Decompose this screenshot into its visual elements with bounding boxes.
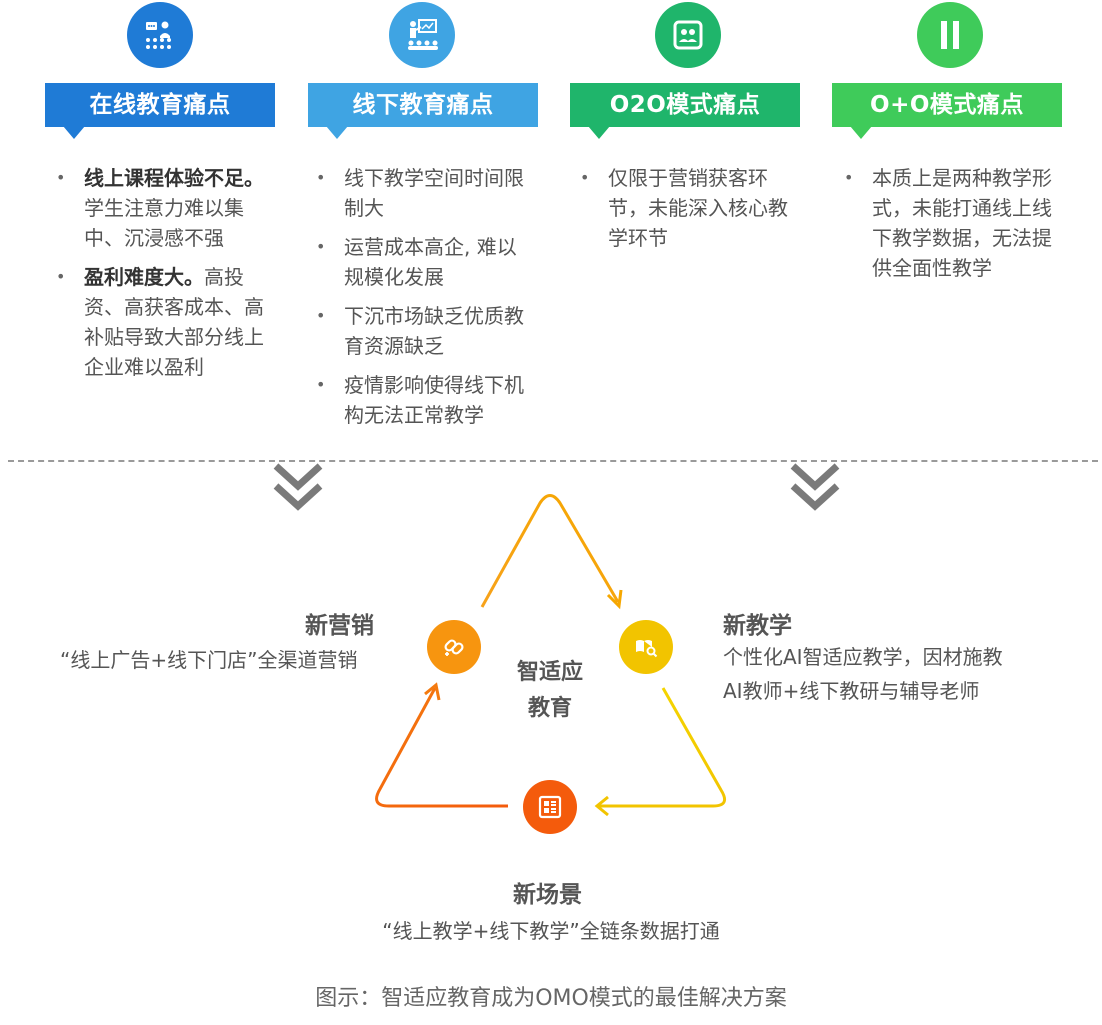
link-icon — [444, 639, 464, 656]
double-chevron-down-icon — [790, 463, 840, 511]
teaching-title: 新教学 — [723, 613, 792, 639]
scene-title: 新场景 — [513, 882, 582, 908]
list-item: 盈利难度大。高投资、高获客成本、高补贴导致大部分线上企业难以盈利 — [56, 262, 272, 382]
center-label: 智适应 教育 — [500, 655, 600, 727]
tag-online: 在线教育痛点 — [45, 83, 275, 139]
list-item: 线下教学空间时间限制大 — [316, 163, 528, 223]
bullet-text: 学生注意力难以集中、沉浸感不强 — [84, 196, 244, 250]
figure-caption: 图示：智适应教育成为OMO模式的最佳解决方案 — [315, 986, 787, 1011]
dashboard-icon — [538, 795, 562, 819]
bullet-text: 线下教学空间时间限制大 — [344, 166, 524, 220]
bullets-oplus-o: 本质上是两种教学形式，未能打通线上线下教学数据，无法提供全面性教学 — [844, 163, 1056, 292]
bullet-bold: 盈利难度大。 — [84, 265, 204, 289]
bullet-text: 疫情影响使得线下机构无法正常教学 — [344, 373, 524, 427]
contacts-card-icon — [673, 20, 703, 50]
col3-icon — [655, 2, 721, 68]
list-item: 仅限于营销获客环节，未能深入核心教学环节 — [580, 163, 792, 253]
col1-icon — [127, 2, 193, 68]
arrow-teaching-to-scene — [598, 687, 727, 808]
center-label-line2: 教育 — [527, 696, 572, 721]
list-item: 运营成本高企, 难以规模化发展 — [316, 232, 528, 292]
list-item: 下沉市场缺乏优质教育资源缺乏 — [316, 301, 528, 361]
pause-bars-icon — [941, 21, 959, 49]
bullet-bold: 线上课程体验不足。 — [84, 166, 264, 190]
node-scene — [523, 780, 577, 834]
list-item: 本质上是两种教学形式，未能打通线上线下教学数据，无法提供全面性教学 — [844, 163, 1056, 283]
teaching-desc-line1: 个性化AI智适应教学，因材施教 — [723, 645, 1003, 669]
list-item: 线上课程体验不足。学生注意力难以集中、沉浸感不强 — [56, 163, 272, 253]
scene-desc: “线上教学+线下教学”全链条数据打通 — [382, 919, 720, 943]
marketing-title: 新营销 — [305, 613, 374, 639]
bullet-text: 本质上是两种教学形式，未能打通线上线下教学数据，无法提供全面性教学 — [872, 166, 1052, 280]
bullet-text: 运营成本高企, 难以规模化发展 — [344, 235, 517, 289]
node-marketing — [427, 620, 481, 674]
arrow-scene-to-marketing — [375, 687, 508, 808]
bullets-o2o: 仅限于营销获客环节，未能深入核心教学环节 — [580, 163, 792, 262]
tag-o2o: O2O模式痛点 — [570, 83, 800, 139]
col2-icon — [389, 2, 455, 68]
bullets-online: 线上课程体验不足。学生注意力难以集中、沉浸感不强 盈利难度大。高投资、高获客成本… — [56, 163, 272, 391]
double-chevron-down-icon — [273, 463, 323, 511]
tag-offline: 线下教育痛点 — [308, 83, 538, 139]
node-teaching — [619, 620, 673, 674]
bullet-text: 高投资、高获客成本、高补贴导致大部分线上企业难以盈利 — [84, 265, 264, 379]
bullet-text: 下沉市场缺乏优质教育资源缺乏 — [344, 304, 524, 358]
arrow-marketing-to-teaching — [480, 494, 620, 608]
center-label-line1: 智适应 — [516, 660, 583, 685]
bullets-offline: 线下教学空间时间限制大 运营成本高企, 难以规模化发展 下沉市场缺乏优质教育资源… — [316, 163, 528, 439]
list-item: 疫情影响使得线下机构无法正常教学 — [316, 370, 528, 430]
tag-oplus-o: O+O模式痛点 — [832, 83, 1062, 139]
teacher-whiteboard-icon — [408, 19, 438, 50]
book-search-icon — [636, 640, 658, 658]
teaching-desc-line2: AI教师+线下教研与辅导老师 — [723, 679, 980, 703]
dashed-divider — [8, 460, 1098, 462]
marketing-desc: “线上广告+线下门店”全渠道营销 — [60, 648, 358, 672]
col4-icon — [917, 2, 983, 68]
bullet-text: 仅限于营销获客环节，未能深入核心教学环节 — [608, 166, 788, 250]
cycle-arrows — [375, 494, 727, 817]
classroom-presentation-icon — [146, 21, 171, 49]
